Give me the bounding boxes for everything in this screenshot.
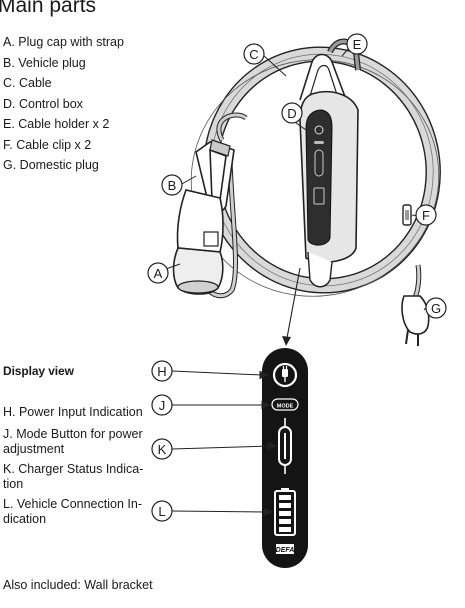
- defa-logo: DEFA: [276, 544, 295, 554]
- svg-text:J: J: [159, 398, 166, 413]
- callout-j: J: [152, 395, 172, 415]
- svg-text:D: D: [287, 106, 296, 121]
- svg-text:E: E: [353, 37, 362, 52]
- svg-text:G: G: [431, 301, 441, 316]
- callout-f: F: [416, 205, 436, 225]
- cable-clip-illustration: [403, 205, 411, 225]
- callout-g: G: [426, 298, 446, 318]
- callout-h: H: [152, 361, 172, 381]
- svg-text:A: A: [154, 266, 163, 281]
- domestic-plug-illustration: [402, 296, 429, 346]
- callout-d: D: [282, 103, 302, 123]
- callout-k: K: [152, 439, 172, 459]
- callout-a: A: [148, 263, 168, 283]
- svg-text:L: L: [158, 504, 165, 519]
- svg-text:H: H: [157, 364, 166, 379]
- callout-c: C: [244, 44, 264, 64]
- svg-text:F: F: [422, 208, 430, 223]
- display-panel: MODE DEFA: [262, 348, 308, 568]
- mode-button-label: MODE: [277, 404, 294, 410]
- svg-text:DEFA: DEFA: [276, 547, 295, 554]
- callout-l: L: [152, 501, 172, 521]
- svg-text:K: K: [158, 442, 167, 457]
- callout-b: B: [162, 175, 182, 195]
- callout-e: E: [347, 34, 367, 54]
- svg-text:B: B: [168, 178, 177, 193]
- svg-text:C: C: [249, 47, 258, 62]
